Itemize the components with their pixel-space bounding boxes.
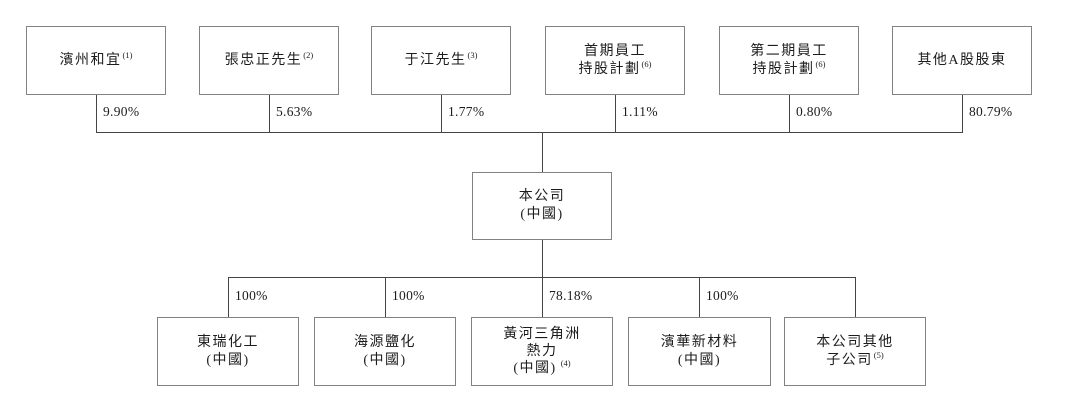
node-shareholder-zhang-zhongzheng: 張忠正先生(2) bbox=[199, 26, 339, 95]
ownership-percentage: 80.79% bbox=[969, 104, 1013, 119]
connector-line bbox=[615, 95, 616, 132]
node-label-text: 持股計劃 bbox=[578, 61, 641, 77]
connector-line bbox=[385, 277, 386, 317]
node-label: 本公司其他 bbox=[816, 334, 894, 352]
ownership-percentage: 78.18% bbox=[549, 288, 593, 303]
ownership-percentage: 100% bbox=[235, 288, 268, 303]
node-label: (中國)(4) bbox=[513, 358, 571, 377]
node-label: (中國) bbox=[206, 352, 249, 370]
node-label-text: (中國) bbox=[363, 352, 407, 368]
node-label: 本公司 bbox=[519, 188, 566, 206]
node-label: 首期員工 bbox=[584, 43, 646, 61]
node-label: 持股計劃(6) bbox=[752, 58, 826, 79]
node-label: 濱華新材料 bbox=[661, 334, 739, 352]
footnote-marker: (3) bbox=[467, 49, 478, 60]
ownership-percentage: 9.90% bbox=[103, 104, 140, 119]
footnote-marker: (1) bbox=[122, 49, 133, 60]
connector-line bbox=[542, 240, 543, 277]
connector-line bbox=[542, 277, 543, 317]
node-label: 張忠正先生(2) bbox=[224, 49, 314, 70]
node-shareholder-other-a-share: 其他A股股東 bbox=[892, 26, 1032, 95]
connector-line bbox=[789, 95, 790, 132]
node-label-text: 本公司 bbox=[518, 189, 566, 204]
node-label: 海源鹽化 bbox=[354, 334, 416, 352]
node-subsidiary-dongrui-chemical: 東瑞化工 (中國) bbox=[157, 317, 299, 386]
node-subsidiary-haiyuan-salt: 海源鹽化 (中國) bbox=[314, 317, 456, 386]
ownership-percentage: 0.80% bbox=[796, 104, 833, 119]
node-label: 濱州和宜(1) bbox=[59, 49, 133, 70]
node-label-text: 第二期員工 bbox=[750, 43, 828, 59]
connector-line bbox=[699, 277, 700, 317]
node-label: 其他A股股東 bbox=[917, 52, 1006, 70]
node-label-text: 子公司 bbox=[826, 352, 873, 368]
node-label: 于江先生(3) bbox=[404, 49, 478, 70]
node-label-text: (中國) bbox=[520, 207, 564, 222]
node-label: 東瑞化工 bbox=[197, 334, 259, 352]
footnote-marker: (4) bbox=[560, 358, 571, 369]
ownership-percentage: 5.63% bbox=[276, 104, 313, 119]
node-label-text: (中國) bbox=[206, 352, 250, 368]
connector-line bbox=[441, 95, 442, 132]
ownership-percentage: 100% bbox=[706, 288, 739, 303]
connector-bus-line bbox=[96, 132, 963, 133]
node-label: 黃河三角洲 bbox=[503, 326, 581, 343]
node-label-text: (中國) bbox=[677, 352, 722, 368]
node-label: (中國) bbox=[520, 206, 563, 224]
node-subsidiary-binhua-new-material: 濱華新材料 (中國) bbox=[628, 317, 771, 386]
node-shareholder-second-esop: 第二期員工 持股計劃(6) bbox=[719, 26, 859, 95]
node-shareholder-binzhou-heyi: 濱州和宜(1) bbox=[26, 26, 166, 95]
node-label-text: 濱華新材料 bbox=[660, 334, 739, 350]
node-label-text: 張忠正先生 bbox=[224, 52, 303, 68]
node-label: 子公司(5) bbox=[826, 349, 884, 370]
footnote-marker: (6) bbox=[641, 58, 652, 69]
node-label-text: 本公司其他 bbox=[816, 334, 894, 350]
node-subsidiary-yellow-river-delta-thermal: 黃河三角洲 熱力 (中國)(4) bbox=[471, 317, 613, 386]
connector-line bbox=[96, 95, 97, 132]
ownership-percentage: 1.11% bbox=[622, 104, 658, 119]
node-company: 本公司 (中國) bbox=[472, 172, 612, 240]
node-label-text: 其他A股股東 bbox=[917, 52, 1007, 68]
node-label-text: 黃河三角洲 bbox=[503, 327, 581, 342]
node-label-text: 濱州和宜 bbox=[59, 52, 122, 68]
node-label-text: 于江先生 bbox=[404, 52, 467, 68]
node-shareholder-yu-jiang: 于江先生(3) bbox=[371, 26, 511, 95]
node-subsidiary-other-subsidiaries: 本公司其他 子公司(5) bbox=[784, 317, 926, 386]
node-label-text: 熱力 bbox=[526, 344, 558, 359]
node-label: (中國) bbox=[678, 352, 721, 370]
ownership-percentage: 1.77% bbox=[448, 104, 485, 119]
footnote-marker: (2) bbox=[303, 49, 314, 60]
node-label-text: (中國) bbox=[513, 361, 557, 376]
node-label-text: 首期員工 bbox=[584, 43, 646, 59]
node-label-text: 持股計劃 bbox=[752, 61, 815, 77]
connector-line bbox=[269, 95, 270, 132]
footnote-marker: (6) bbox=[815, 58, 826, 69]
ownership-percentage: 100% bbox=[392, 288, 425, 303]
node-label: 第二期員工 bbox=[750, 43, 828, 61]
node-label: 持股計劃(6) bbox=[578, 58, 652, 79]
node-label-text: 海源鹽化 bbox=[354, 334, 416, 350]
connector-line bbox=[855, 277, 856, 317]
footnote-marker: (5) bbox=[873, 349, 884, 360]
connector-line bbox=[542, 132, 543, 172]
connector-line bbox=[228, 277, 229, 317]
node-label: (中國) bbox=[363, 352, 406, 370]
node-label: 熱力 bbox=[527, 343, 558, 360]
connector-line bbox=[962, 95, 963, 132]
node-label-text: 東瑞化工 bbox=[197, 334, 259, 350]
node-shareholder-first-esop: 首期員工 持股計劃(6) bbox=[545, 26, 685, 95]
